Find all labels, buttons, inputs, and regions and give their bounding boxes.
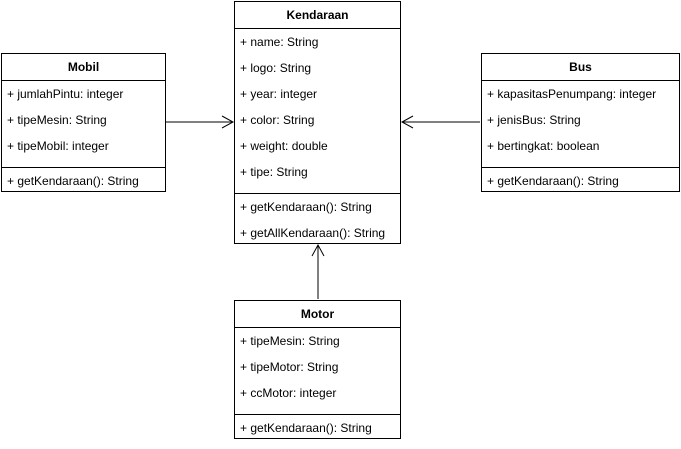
class-name: Kendaraan [235,2,400,29]
methods-section: + getKendaraan(): String [2,167,165,202]
mobil-to-kendaraan-arrowhead [221,115,235,129]
attribute: + tipe: String [240,165,308,179]
attribute: + bertingkat: boolean [487,139,600,153]
methods-section: + getKendaraan(): String [235,414,400,449]
attribute: + color: String [240,113,315,127]
class-mobil[interactable]: Mobil + jumlahPintu: integer + tipeMesin… [1,53,166,192]
methods-section: + getKendaraan(): String + getAllKendara… [235,193,400,254]
methods-section: + getKendaraan(): String [482,167,679,202]
method: + getKendaraan(): String [240,421,372,435]
motor-to-kendaraan-arrowhead [311,243,325,257]
attribute: + tipeMesin: String [7,113,107,127]
attribute: + tipeMobil: integer [7,139,109,153]
method: + getKendaraan(): String [240,200,372,214]
class-motor[interactable]: Motor + tipeMesin: String + tipeMotor: S… [234,300,401,439]
attribute: + logo: String [240,61,312,75]
attribute: + tipeMotor: String [240,360,339,374]
method: + getAllKendaraan(): String [240,226,386,240]
class-bus[interactable]: Bus + kapasitasPenumpang: integer + jeni… [481,53,680,192]
attribute: + weight: double [240,139,328,153]
class-name: Bus [482,54,679,81]
attributes-section: + name: String + logo: String + year: in… [235,29,400,193]
bus-to-kendaraan-arrowhead [400,115,414,129]
attribute: + tipeMesin: String [240,334,340,348]
class-name: Mobil [2,54,165,81]
method: + getKendaraan(): String [7,174,139,188]
attribute: + year: integer [240,87,318,101]
class-kendaraan[interactable]: Kendaraan + name: String + logo: String … [234,1,401,244]
attribute: + name: String [240,35,319,49]
attributes-section: + tipeMesin: String + tipeMotor: String … [235,328,400,414]
attribute: + jumlahPintu: integer [7,87,124,101]
attribute: + jenisBus: String [487,113,581,127]
method: + getKendaraan(): String [487,174,619,188]
attributes-section: + jumlahPintu: integer + tipeMesin: Stri… [2,81,165,167]
attributes-section: + kapasitasPenumpang: integer + jenisBus… [482,81,679,167]
attribute: + ccMotor: integer [240,386,337,400]
attribute: + kapasitasPenumpang: integer [487,87,657,101]
class-name: Motor [235,301,400,328]
